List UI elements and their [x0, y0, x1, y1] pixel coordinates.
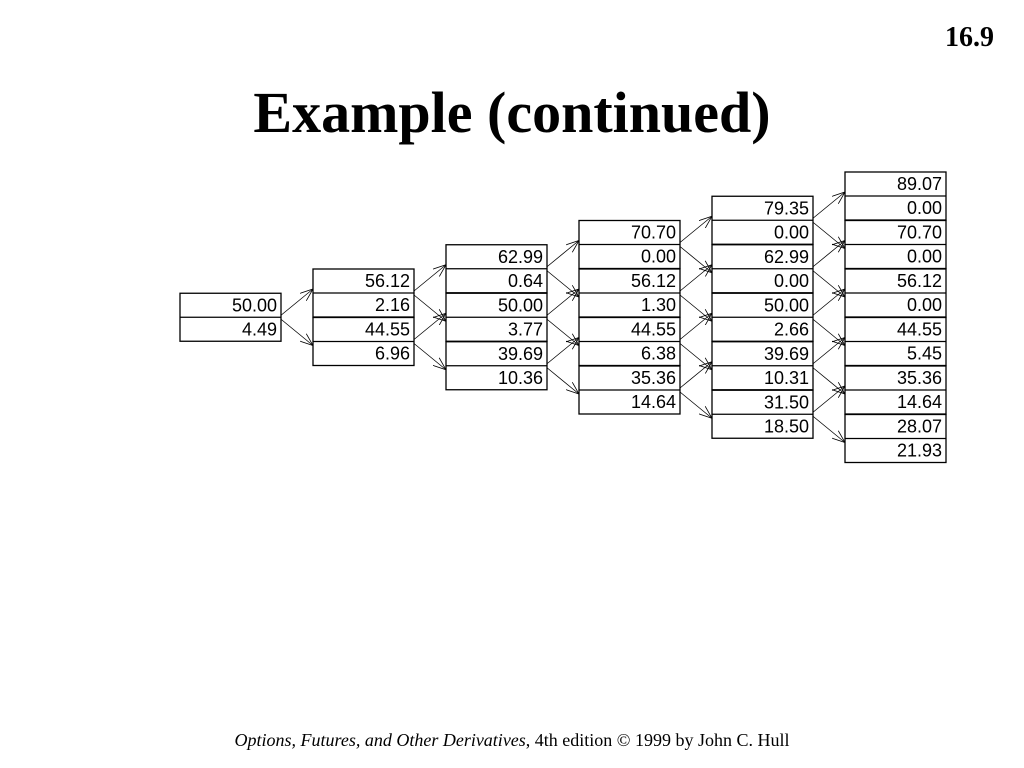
node-option-value: 0.00 — [774, 271, 809, 291]
tree-node: 56.12 0.00 — [844, 268, 947, 318]
node-option-value: 0.00 — [907, 247, 942, 267]
node-option-value: 18.50 — [764, 416, 809, 436]
tree-node: 35.36 14.64 — [844, 365, 947, 415]
node-stock-price: 62.99 — [498, 247, 543, 267]
tree-node: 56.12 1.30 — [578, 268, 681, 318]
node-stock-price: 39.69 — [764, 344, 809, 364]
node-stock-price: 56.12 — [365, 271, 410, 291]
footer-edition: , 4th edition © 1999 by John C. Hull — [525, 730, 790, 750]
node-option-value: 0.00 — [907, 198, 942, 218]
node-option-value: 10.31 — [764, 368, 809, 388]
node-option-value: 2.66 — [774, 319, 809, 339]
node-stock-price: 28.07 — [897, 417, 942, 437]
tree-node: 39.69 10.36 — [445, 341, 548, 391]
tree-node: 70.70 0.00 — [844, 219, 947, 270]
node-stock-price: 35.36 — [897, 368, 942, 388]
tree-node: 44.55 6.96 — [312, 316, 415, 367]
node-stock-price: 62.99 — [764, 247, 809, 267]
tree-node: 62.99 0.00 — [711, 244, 814, 294]
node-option-value: 14.64 — [631, 392, 676, 412]
node-stock-price: 70.70 — [897, 223, 942, 243]
footer-book-title: Options, Futures, and Other Derivatives — [234, 730, 526, 750]
tree-edge — [812, 289, 845, 316]
node-option-value: 14.64 — [897, 392, 942, 412]
node-option-value: 21.93 — [897, 441, 942, 461]
tree-node: 39.69 10.31 — [711, 341, 814, 391]
node-stock-price: 35.36 — [631, 368, 676, 388]
tree-edge — [812, 415, 845, 442]
tree-edge — [679, 391, 712, 418]
tree-nodes: 50.004.4956.122.1644.556.9662.990.6450.0… — [179, 171, 947, 464]
tree-node: 50.00 3.77 — [445, 292, 548, 342]
slide-number: 16.9 — [945, 22, 994, 53]
node-option-value: 5.45 — [907, 344, 942, 364]
node-option-value: 0.00 — [907, 295, 942, 315]
node-stock-price: 44.55 — [631, 320, 676, 340]
tree-edge — [413, 343, 446, 370]
node-option-value: 2.16 — [375, 295, 410, 315]
tree-edge — [413, 313, 446, 340]
tree-edge — [413, 265, 446, 292]
tree-node: 31.50 18.50 — [711, 389, 814, 439]
node-stock-price: 56.12 — [631, 271, 676, 291]
node-option-value: 6.96 — [375, 344, 410, 364]
node-stock-price: 50.00 — [232, 295, 277, 315]
tree-edge — [812, 241, 845, 268]
tree-edge — [546, 367, 579, 394]
tree-edge — [679, 362, 712, 389]
node-option-value: 6.38 — [641, 344, 676, 364]
node-option-value: 0.00 — [774, 222, 809, 242]
node-stock-price: 50.00 — [764, 295, 809, 315]
tree-node: 89.07 0.00 — [844, 171, 947, 221]
tree-edge — [280, 318, 313, 345]
footer: Options, Futures, and Other Derivatives,… — [0, 730, 1024, 751]
node-stock-price: 56.12 — [897, 271, 942, 291]
tree-node: 50.00 2.66 — [711, 292, 814, 342]
tree-node: 44.55 6.38 — [578, 316, 681, 367]
node-stock-price: 39.69 — [498, 344, 543, 364]
tree-node: 35.36 14.64 — [578, 365, 681, 415]
node-stock-price: 31.50 — [764, 392, 809, 412]
tree-edges — [280, 192, 845, 443]
tree-node: 62.99 0.64 — [445, 244, 548, 294]
tree-edge — [679, 265, 712, 292]
tree-node: 28.07 21.93 — [844, 413, 947, 464]
node-stock-price: 70.70 — [631, 223, 676, 243]
node-stock-price: 50.00 — [498, 295, 543, 315]
node-option-value: 10.36 — [498, 368, 543, 388]
node-option-value: 0.64 — [508, 271, 543, 291]
tree-edge — [546, 241, 579, 268]
tree-edge — [812, 386, 845, 413]
tree-edge — [812, 192, 845, 219]
tree-node: 56.12 2.16 — [312, 268, 415, 318]
node-option-value: 3.77 — [508, 319, 543, 339]
tree-node: 79.35 0.00 — [711, 195, 814, 245]
tree-node: 70.70 0.00 — [578, 219, 681, 270]
tree-edge — [546, 289, 579, 316]
node-stock-price: 44.55 — [365, 320, 410, 340]
tree-node: 50.00 4.49 — [179, 292, 282, 342]
node-option-value: 0.00 — [641, 247, 676, 267]
node-option-value: 4.49 — [242, 319, 277, 339]
node-option-value: 1.30 — [641, 295, 676, 315]
node-stock-price: 79.35 — [764, 198, 809, 218]
tree-edge — [280, 289, 313, 316]
slide-title: Example (continued) — [253, 80, 771, 145]
tree-edge — [812, 338, 845, 365]
node-stock-price: 89.07 — [897, 174, 942, 194]
tree-edge — [679, 216, 712, 243]
node-stock-price: 44.55 — [897, 320, 942, 340]
tree-node: 44.55 5.45 — [844, 316, 947, 367]
tree-edge — [679, 313, 712, 340]
tree-edge — [546, 338, 579, 365]
